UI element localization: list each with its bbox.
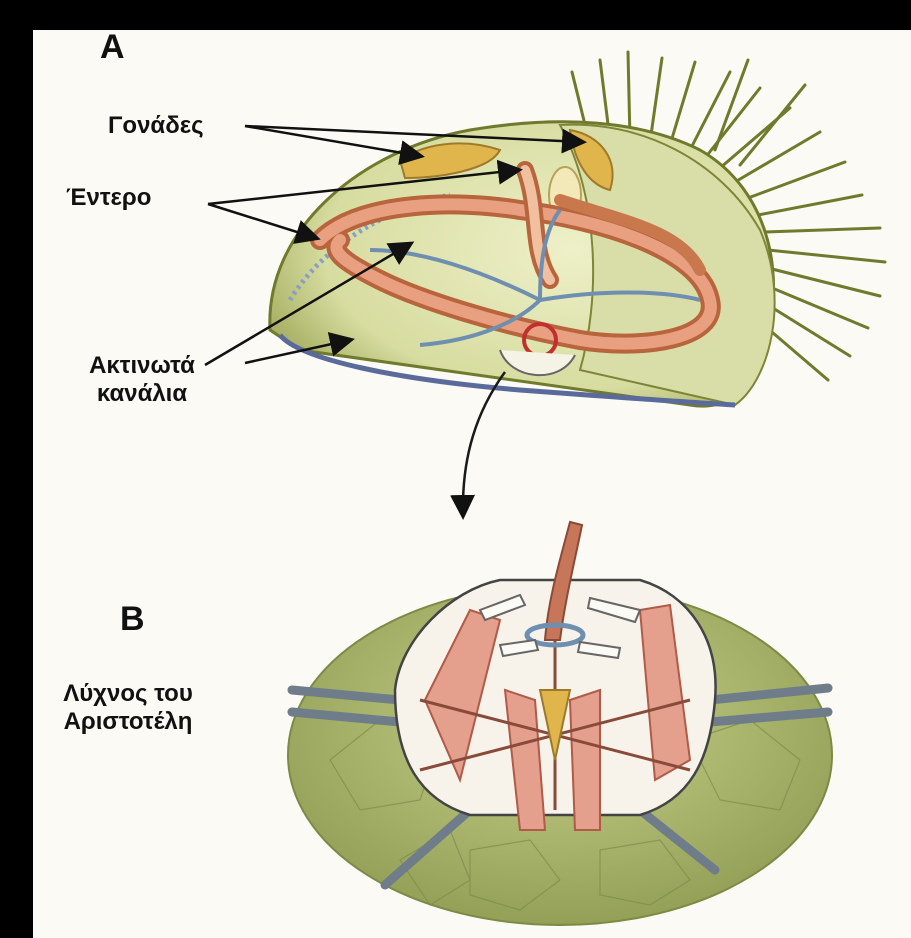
label-aristotles-lantern: Λύχνος του Αριστοτέλη — [28, 680, 228, 735]
panel-label-b: B — [120, 600, 145, 639]
panel-label-a: A — [100, 28, 125, 67]
label-gonads: Γονάδες — [108, 112, 204, 140]
label-aristotles-lantern-line1: Λύχνος του — [28, 680, 228, 708]
label-intestine: Έντερο — [66, 184, 151, 212]
connecting-arrow — [463, 372, 505, 515]
label-radial-canals-line2: κανάλια — [68, 380, 216, 408]
label-aristotles-lantern-line2: Αριστοτέλη — [28, 708, 228, 736]
label-radial-canals: Ακτινωτά κανάλια — [68, 352, 216, 407]
label-radial-canals-line1: Ακτινωτά — [68, 352, 216, 380]
